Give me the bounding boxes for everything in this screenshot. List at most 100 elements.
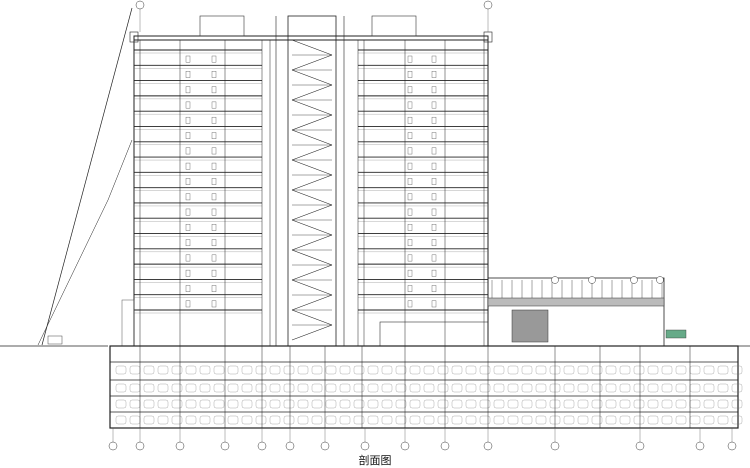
parked-car bbox=[353, 383, 365, 393]
parked-car bbox=[129, 399, 141, 409]
annex-grid-bubble bbox=[551, 276, 559, 284]
door-left-b bbox=[211, 254, 217, 262]
parked-car bbox=[157, 415, 169, 425]
car-outline bbox=[47, 335, 63, 345]
stair-flight bbox=[291, 294, 333, 311]
parked-car bbox=[395, 399, 407, 409]
parked-car bbox=[507, 383, 519, 393]
parked-car bbox=[185, 365, 197, 375]
parked-car bbox=[395, 365, 407, 375]
stair-flight bbox=[291, 84, 333, 101]
stair-core bbox=[275, 15, 345, 347]
door-left-b bbox=[211, 300, 217, 308]
stair-flight bbox=[291, 219, 333, 236]
parked-car bbox=[619, 415, 631, 425]
parked-car bbox=[535, 383, 547, 393]
parked-car bbox=[605, 399, 617, 409]
grid-axis-bubble bbox=[483, 441, 493, 451]
parked-car bbox=[227, 399, 239, 409]
parapet-left bbox=[129, 31, 139, 43]
door-right-a bbox=[407, 147, 413, 155]
grid-axis-bubble bbox=[400, 441, 410, 451]
door-left-a bbox=[185, 193, 191, 201]
parked-car bbox=[521, 399, 533, 409]
parked-car bbox=[647, 415, 659, 425]
stair-flight bbox=[291, 234, 333, 251]
parked-car bbox=[689, 365, 701, 375]
basement-parking bbox=[109, 345, 743, 429]
grid-axis-bubble bbox=[135, 441, 145, 451]
parked-car bbox=[325, 383, 337, 393]
parked-car bbox=[717, 399, 729, 409]
parked-car bbox=[395, 383, 407, 393]
parked-car bbox=[185, 399, 197, 409]
parked-car bbox=[185, 383, 197, 393]
parked-car bbox=[353, 365, 365, 375]
parked-car bbox=[577, 399, 589, 409]
stair-flight bbox=[291, 114, 333, 131]
parked-car bbox=[115, 365, 127, 375]
parked-car bbox=[129, 383, 141, 393]
parked-car bbox=[465, 383, 477, 393]
parked-car bbox=[605, 383, 617, 393]
parked-car bbox=[493, 365, 505, 375]
door-left-a bbox=[185, 147, 191, 155]
door-left-a bbox=[185, 285, 191, 292]
parked-car bbox=[717, 365, 729, 375]
parked-car bbox=[591, 383, 603, 393]
door-right-b bbox=[431, 285, 437, 292]
stair-flight bbox=[291, 144, 333, 161]
parked-car bbox=[199, 365, 211, 375]
door-right-a bbox=[407, 162, 413, 170]
annex-roof-slab bbox=[487, 297, 665, 307]
parked-car bbox=[703, 415, 715, 425]
door-left-a bbox=[185, 86, 191, 94]
parked-car bbox=[339, 365, 351, 375]
parked-car bbox=[479, 365, 491, 375]
stair-flight bbox=[291, 324, 333, 341]
door-right-a bbox=[407, 208, 413, 216]
door-left-b bbox=[211, 86, 217, 94]
parked-car bbox=[367, 399, 379, 409]
door-left-b bbox=[211, 55, 217, 63]
parked-car bbox=[661, 415, 673, 425]
parked-car bbox=[647, 383, 659, 393]
parked-car bbox=[241, 383, 253, 393]
parked-car bbox=[241, 399, 253, 409]
door-left-b bbox=[211, 71, 217, 78]
grid-axis-bubble bbox=[635, 441, 645, 451]
parked-car bbox=[423, 415, 435, 425]
diagonal-guide-line-1 bbox=[41, 7, 133, 346]
roof-equipment-right bbox=[371, 15, 417, 37]
parked-car bbox=[437, 399, 449, 409]
parked-car bbox=[451, 415, 463, 425]
parked-car bbox=[633, 415, 645, 425]
tower-section bbox=[121, 15, 493, 347]
stair-flight bbox=[291, 249, 333, 266]
parked-car bbox=[115, 415, 127, 425]
parked-car bbox=[353, 399, 365, 409]
parked-car bbox=[563, 365, 575, 375]
stair-flight bbox=[291, 159, 333, 176]
parked-car bbox=[213, 415, 225, 425]
parked-car bbox=[283, 383, 295, 393]
parked-car bbox=[185, 415, 197, 425]
parked-car bbox=[437, 383, 449, 393]
parked-car bbox=[409, 383, 421, 393]
parked-car bbox=[129, 415, 141, 425]
parked-car bbox=[283, 365, 295, 375]
door-left-b bbox=[211, 116, 217, 124]
parked-car bbox=[675, 415, 687, 425]
door-right-b bbox=[431, 116, 437, 124]
parked-car bbox=[367, 383, 379, 393]
grid-axis-bubble bbox=[727, 441, 737, 451]
parked-car bbox=[227, 415, 239, 425]
annex-grid-bubble bbox=[630, 276, 638, 284]
door-right-b bbox=[431, 300, 437, 308]
parked-car bbox=[395, 415, 407, 425]
door-right-b bbox=[431, 239, 437, 247]
parked-car bbox=[311, 365, 323, 375]
parked-car bbox=[213, 399, 225, 409]
door-right-b bbox=[431, 101, 437, 109]
lobby-canopy bbox=[379, 321, 489, 347]
